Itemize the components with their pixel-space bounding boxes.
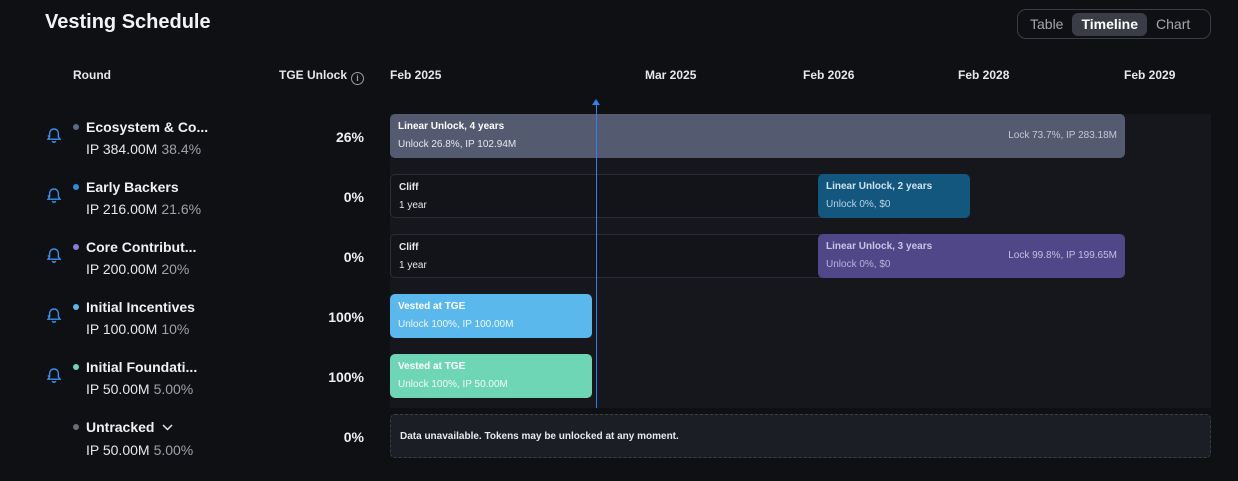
bar-lock-text: Lock 99.8%, IP 199.65M bbox=[1008, 250, 1117, 261]
cliff-bar[interactable]: Cliff 1 year bbox=[390, 234, 830, 278]
tge-header-label: TGE Unlock bbox=[279, 68, 348, 82]
timeline-bar[interactable]: Linear Unlock, 3 years Unlock 0%, $0 Loc… bbox=[818, 234, 1125, 278]
date-label: Feb 2026 bbox=[803, 68, 855, 82]
tge-value: 0% bbox=[343, 189, 364, 205]
timeline-bar[interactable]: Linear Unlock, 2 years Unlock 0%, $0 bbox=[818, 174, 970, 218]
bell-icon[interactable] bbox=[46, 247, 62, 264]
series-dot bbox=[73, 424, 79, 430]
amount-percent: 20% bbox=[161, 261, 190, 277]
date-label: Mar 2025 bbox=[645, 68, 697, 82]
untracked-toggle[interactable]: Untracked bbox=[86, 419, 173, 435]
amount-percent: 10% bbox=[161, 321, 190, 337]
bar-title: Linear Unlock, 2 years bbox=[826, 181, 933, 192]
amount-value: IP 216.00M bbox=[86, 201, 158, 217]
bar-subtitle: Unlock 100%, IP 50.00M bbox=[398, 379, 508, 390]
bell-icon[interactable] bbox=[46, 307, 62, 324]
unavailable-text: Data unavailable. Tokens may be unlocked… bbox=[400, 431, 679, 442]
page-title: Vesting Schedule bbox=[45, 11, 211, 33]
column-header-round: Round bbox=[73, 68, 111, 82]
tge-value: 0% bbox=[343, 429, 364, 445]
amount-value: IP 384.00M bbox=[86, 141, 158, 157]
tge-value: 26% bbox=[335, 129, 364, 145]
amount-percent: 5.00% bbox=[153, 381, 194, 397]
bar-title: Vested at TGE bbox=[398, 301, 466, 312]
bar-title: Linear Unlock, 3 years bbox=[826, 241, 933, 252]
round-name[interactable]: Initial Incentives bbox=[86, 299, 195, 315]
round-name: Untracked bbox=[86, 419, 155, 435]
bell-icon[interactable] bbox=[46, 127, 62, 144]
tge-value: 100% bbox=[328, 369, 364, 385]
date-label: Feb 2029 bbox=[1124, 68, 1176, 82]
amount-value: IP 50.00M bbox=[86, 442, 150, 458]
amount-percent: 21.6% bbox=[161, 201, 202, 217]
tab-table[interactable]: Table bbox=[1030, 15, 1064, 32]
tab-timeline[interactable]: Timeline bbox=[1072, 12, 1148, 36]
amount-value: IP 200.00M bbox=[86, 261, 158, 277]
round-name[interactable]: Core Contribut... bbox=[86, 239, 197, 255]
bar-subtitle: 1 year bbox=[399, 200, 427, 211]
bar-title: Vested at TGE bbox=[398, 361, 466, 372]
bar-title: Linear Unlock, 4 years bbox=[398, 121, 505, 132]
timeline-bar[interactable]: Vested at TGE Unlock 100%, IP 100.00M bbox=[390, 294, 592, 338]
timeline-bar[interactable]: Vested at TGE Unlock 100%, IP 50.00M bbox=[390, 354, 592, 398]
round-name[interactable]: Initial Foundati... bbox=[86, 359, 198, 375]
current-date-line bbox=[596, 104, 597, 408]
bar-subtitle: Unlock 0%, $0 bbox=[826, 199, 891, 210]
view-toggle: Table Timeline Chart bbox=[1017, 9, 1211, 39]
bar-title: Cliff bbox=[399, 242, 419, 253]
series-dot bbox=[73, 124, 79, 130]
chevron-down-icon bbox=[162, 424, 173, 431]
bell-icon[interactable] bbox=[46, 187, 62, 204]
round-name[interactable]: Early Backers bbox=[86, 179, 179, 195]
series-dot bbox=[73, 244, 79, 250]
amount-percent: 38.4% bbox=[161, 141, 202, 157]
date-label: Feb 2025 bbox=[390, 68, 442, 82]
bar-subtitle: Unlock 0%, $0 bbox=[826, 259, 891, 270]
bar-subtitle: Unlock 100%, IP 100.00M bbox=[398, 319, 514, 330]
bar-title: Cliff bbox=[399, 182, 419, 193]
amount-value: IP 50.00M bbox=[86, 381, 150, 397]
tge-value: 0% bbox=[343, 249, 364, 265]
round-name[interactable]: Ecosystem & Co... bbox=[86, 119, 209, 135]
current-date-arrow-icon bbox=[592, 99, 600, 105]
cliff-bar[interactable]: Cliff 1 year bbox=[390, 174, 830, 218]
amount-value: IP 100.00M bbox=[86, 321, 158, 337]
bar-subtitle: Unlock 26.8%, IP 102.94M bbox=[398, 139, 517, 150]
tab-chart[interactable]: Chart bbox=[1156, 15, 1191, 32]
bar-subtitle: 1 year bbox=[399, 260, 427, 271]
series-dot bbox=[73, 184, 79, 190]
bell-icon[interactable] bbox=[46, 367, 62, 384]
bar-lock-text: Lock 73.7%, IP 283.18M bbox=[1008, 130, 1117, 141]
tge-value: 100% bbox=[328, 309, 364, 325]
unavailable-notice: Data unavailable. Tokens may be unlocked… bbox=[390, 414, 1211, 458]
series-dot bbox=[73, 304, 79, 310]
info-icon[interactable]: i bbox=[351, 72, 365, 85]
date-label: Feb 2028 bbox=[958, 68, 1010, 82]
series-dot bbox=[73, 364, 79, 370]
amount-percent: 5.00% bbox=[153, 442, 194, 458]
timeline-bar[interactable]: Linear Unlock, 4 years Unlock 26.8%, IP … bbox=[390, 114, 1125, 158]
